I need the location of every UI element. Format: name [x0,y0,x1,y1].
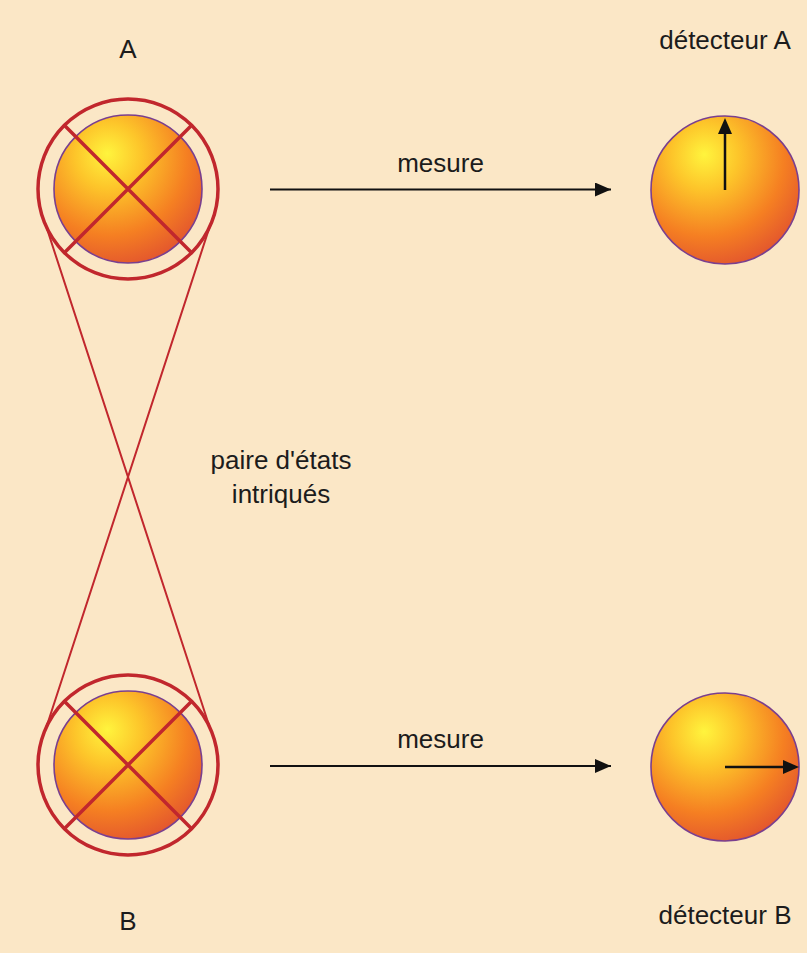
particle-sphere [651,116,799,264]
particle-sphere [54,691,202,839]
measurement-arrow [270,189,611,191]
particle-sphere [54,115,202,263]
particle-sphere [651,693,799,841]
spin-arrowhead [718,118,732,134]
node-heading: B [119,905,136,937]
superposition-cross [64,125,191,252]
sphere-node: détecteur B [647,689,803,931]
superposition-ring [38,99,218,279]
edge-label: paire d'états intriqués [186,443,376,511]
sphere-node: A [34,33,222,283]
node-heading: A [119,33,136,65]
sphere-graphic [34,95,222,283]
spin-arrow [724,134,727,190]
sphere-node: détecteur A [647,24,803,268]
sphere-graphic [647,112,803,268]
spin-arrow [725,766,783,769]
sphere-graphic [647,689,803,845]
node-heading: détecteur B [659,899,792,931]
measurement-arrow [270,765,611,767]
superposition-cross [64,701,191,828]
sphere-node: B [34,671,222,937]
node-heading: détecteur A [659,24,791,56]
edge-label: mesure [394,722,487,756]
spin-arrowhead [783,760,799,774]
superposition-ring [38,675,218,855]
sphere-graphic [34,671,222,859]
edge-label: mesure [394,146,487,180]
